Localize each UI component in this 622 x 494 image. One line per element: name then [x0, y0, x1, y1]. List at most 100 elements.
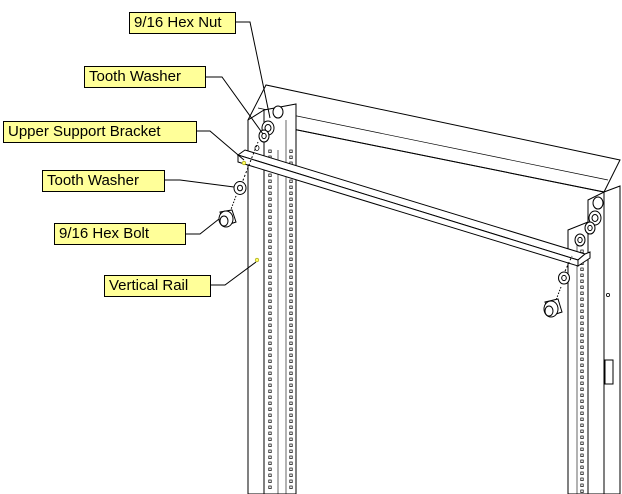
rail-hole	[268, 335, 272, 339]
top-right-fasteners	[574, 196, 604, 247]
rail-hole	[268, 407, 272, 411]
top-left-fasteners	[258, 105, 284, 143]
rail-hole	[289, 347, 293, 351]
rail-hole	[268, 149, 272, 153]
rail-hole	[268, 425, 272, 429]
rail-hole	[580, 435, 584, 439]
callout-upper-support-bracket: Upper Support Bracket	[3, 121, 197, 143]
rail-hole	[268, 269, 272, 273]
rail-hole	[289, 263, 293, 267]
rail-hole	[289, 203, 293, 207]
rail-hole	[580, 387, 584, 391]
rail-hole	[580, 411, 584, 415]
rail-hole	[580, 363, 584, 367]
rail-hole	[580, 321, 584, 325]
leader-lines	[165, 21, 271, 286]
hex-bolt-right	[543, 255, 573, 318]
rail-hole	[268, 395, 272, 399]
upper-support-bracket	[236, 145, 591, 267]
rail-hole	[268, 473, 272, 477]
rail-hole	[580, 471, 584, 475]
rail-hole	[268, 455, 272, 459]
rail-hole	[268, 185, 272, 189]
rail-hole	[289, 245, 293, 249]
rail-hole	[580, 285, 584, 289]
rail-marker-dot	[254, 257, 260, 263]
rail-hole	[268, 281, 272, 285]
rail-hole	[289, 179, 293, 183]
rail-hole	[289, 299, 293, 303]
rail-hole	[289, 353, 293, 357]
rail-hole	[289, 323, 293, 327]
rail-hole	[289, 233, 293, 237]
rail-hole	[289, 449, 293, 453]
rail-hole	[268, 311, 272, 315]
rail-hole	[580, 345, 584, 349]
rail-hole	[580, 483, 584, 487]
rail-hole	[580, 429, 584, 433]
rail-hole	[268, 227, 272, 231]
rail-hole	[268, 275, 272, 279]
bracket-marker-dot	[241, 160, 247, 166]
rail-hole	[580, 303, 584, 307]
rail-hole	[289, 149, 293, 153]
rail-hole	[268, 323, 272, 327]
rail-hole	[289, 317, 293, 321]
rail-hole	[289, 329, 293, 333]
vertical-rail-left	[247, 103, 297, 494]
hex-bolt-left	[218, 141, 259, 228]
vertical-rail-right	[567, 185, 621, 494]
leader-tooth-washer-upper	[206, 76, 264, 135]
rail-hole	[268, 293, 272, 297]
rail-hole	[268, 209, 272, 213]
rail-hole	[268, 401, 272, 405]
rail-hole	[580, 333, 584, 337]
rail-hole	[580, 291, 584, 295]
rail-hole	[580, 381, 584, 385]
rail-hole	[268, 239, 272, 243]
rail-hole	[268, 419, 272, 423]
rail-hole	[289, 209, 293, 213]
leader-hex-nut	[236, 21, 271, 119]
rail-hole	[268, 467, 272, 471]
rail-hole	[268, 431, 272, 435]
rail-hole	[268, 347, 272, 351]
rail-hole	[289, 443, 293, 447]
rail-hole	[268, 479, 272, 483]
callout-hex-bolt: 9/16 Hex Bolt	[54, 223, 186, 245]
rail-hole	[268, 485, 272, 489]
rail-hole	[268, 329, 272, 333]
rail-hole	[289, 377, 293, 381]
rail-hole	[289, 305, 293, 309]
rail-hole	[289, 407, 293, 411]
rail-hole	[268, 203, 272, 207]
rail-hole	[580, 315, 584, 319]
rail-hole	[268, 365, 272, 369]
rail-hole	[289, 455, 293, 459]
rail-hole	[268, 443, 272, 447]
top-cap	[247, 84, 621, 193]
rail-hole	[580, 279, 584, 283]
rail-hole	[268, 449, 272, 453]
rail-hole	[289, 365, 293, 369]
rail-hole	[289, 269, 293, 273]
rail-hole	[289, 251, 293, 255]
rail-hole	[268, 257, 272, 261]
rail-hole	[268, 383, 272, 387]
rail-hole	[268, 437, 272, 441]
rail-hole	[580, 393, 584, 397]
rail-hole	[289, 185, 293, 189]
rail-hole	[289, 197, 293, 201]
rail-hole	[289, 395, 293, 399]
rail-hole	[289, 257, 293, 261]
rail-hole	[580, 453, 584, 457]
callout-tooth-washer-lower: Tooth Washer	[42, 170, 165, 192]
rail-hole	[289, 467, 293, 471]
rail-hole	[268, 353, 272, 357]
rail-hole	[580, 399, 584, 403]
rail-hole	[580, 417, 584, 421]
rail-hole	[289, 293, 293, 297]
rail-hole	[289, 155, 293, 159]
rail-hole	[580, 459, 584, 463]
